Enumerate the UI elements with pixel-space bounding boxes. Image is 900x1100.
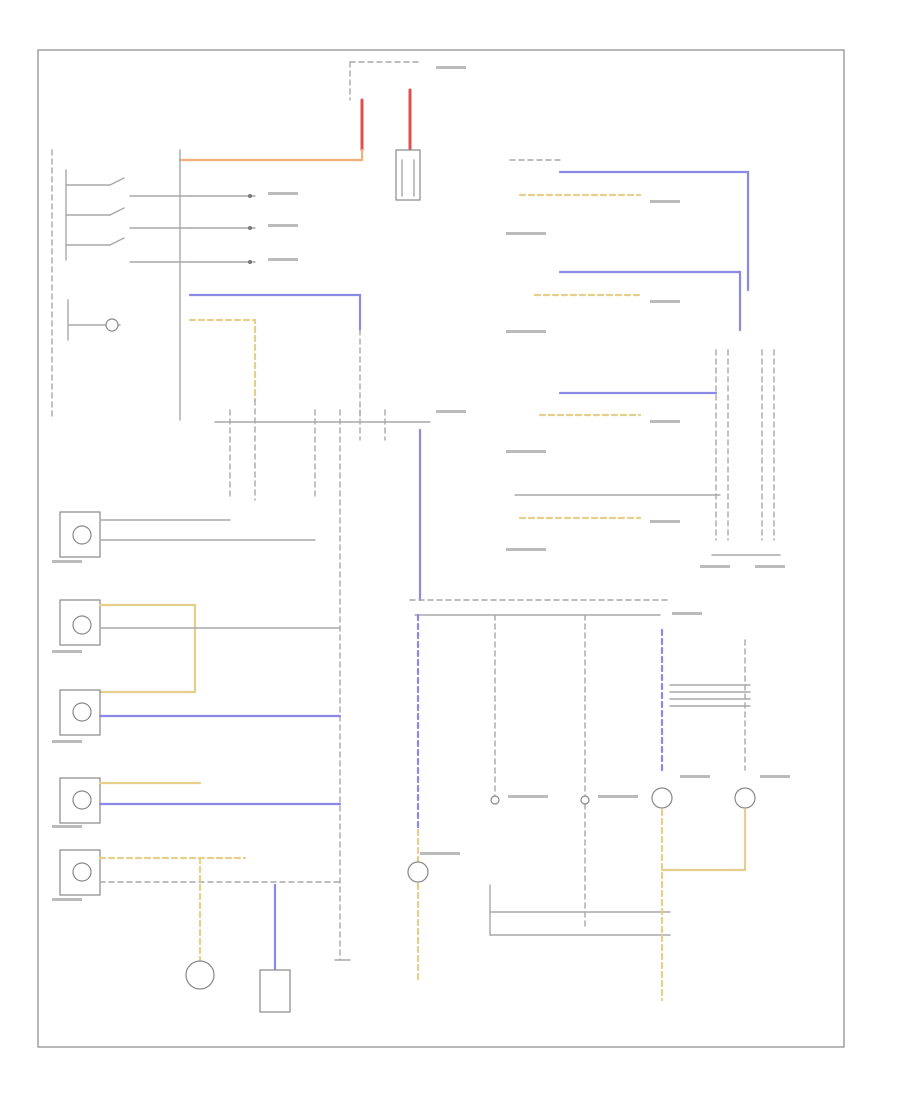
dash-module: [407, 599, 756, 1002]
connector-dot: [248, 260, 252, 264]
lamp-bulb: [72, 702, 92, 722]
switch-node: [490, 795, 500, 805]
illumination-control: [105, 318, 119, 332]
lamp-bulb: [72, 790, 92, 810]
light-switch-block: [51, 149, 256, 421]
module-bottom: [259, 969, 291, 1013]
small-labels: [52, 66, 790, 901]
left-lamps: [59, 511, 351, 1013]
lamp-bulb: [72, 615, 92, 635]
switch-node: [580, 795, 590, 805]
battery-symbol: [395, 149, 421, 201]
lamp-bulb: [72, 862, 92, 882]
bulb-bottom: [185, 960, 215, 990]
connector-dot: [248, 226, 252, 230]
indicator-center: [407, 861, 429, 883]
lamp-bulb: [72, 525, 92, 545]
indicator-right: [651, 787, 673, 809]
indicator-far-right: [734, 787, 756, 809]
diagram-frame: [37, 49, 845, 1048]
sensor-inputs: [509, 159, 781, 556]
battery-section: [178, 61, 421, 201]
connector-dot: [248, 194, 252, 198]
